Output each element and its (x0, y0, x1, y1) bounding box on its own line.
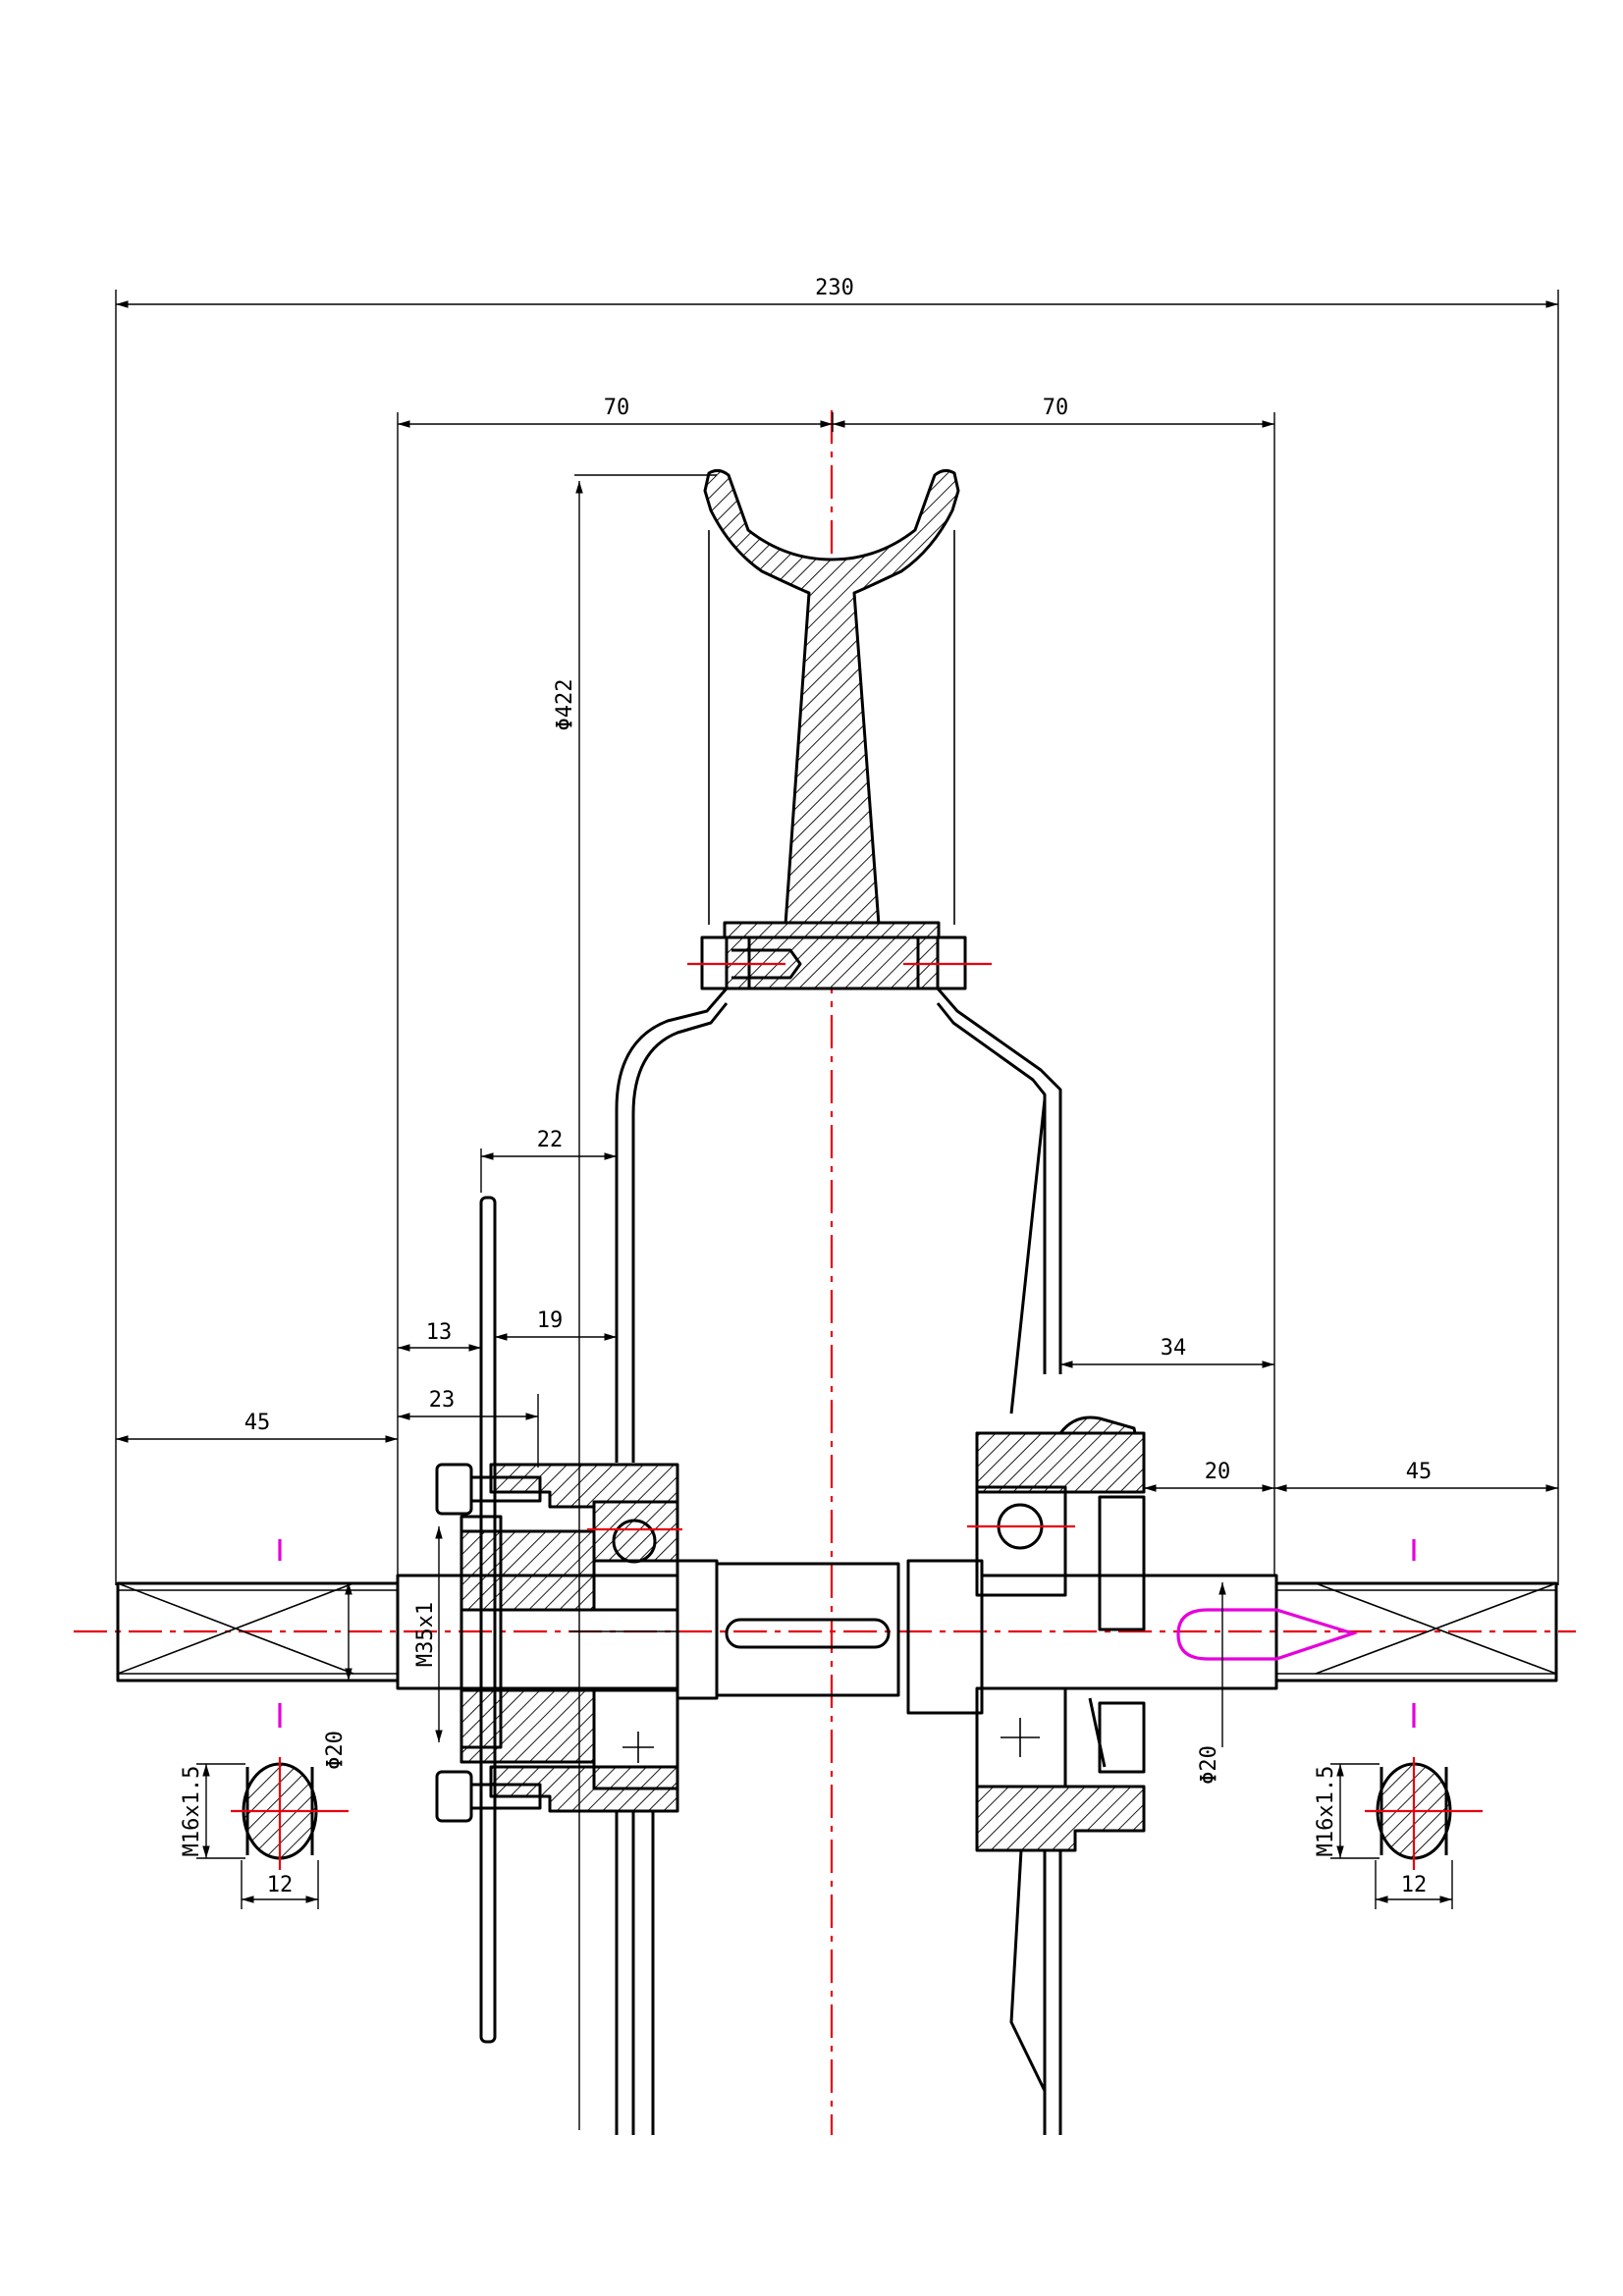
dim-left-axle-diameter: Φ20 (323, 1731, 348, 1770)
dim-thread-main: M35x1 (413, 1602, 438, 1667)
dim-offset-13: 13 (426, 1320, 453, 1345)
dim-right-section-thread: M16x1.5 (1314, 1766, 1338, 1857)
axle (116, 1559, 1558, 1715)
right-hub-section (967, 1415, 1146, 1852)
dim-disc-offset: 22 (537, 1128, 564, 1152)
right-thread-section (1365, 1757, 1483, 1870)
dim-half-width-left: 70 (604, 396, 630, 420)
dimension-lines (115, 290, 1559, 2130)
dim-left-axle-length: 45 (244, 1411, 271, 1435)
wheel-rim-section (703, 468, 960, 927)
dim-left-section-width: 12 (267, 1873, 294, 1897)
axle-tip-highlight (278, 1539, 1416, 1728)
dim-overall-width: 230 (815, 276, 854, 300)
dim-wheel-diameter: Φ422 (553, 679, 577, 731)
dim-half-width-right: 70 (1043, 396, 1069, 420)
dim-right-section-width: 12 (1401, 1873, 1428, 1897)
dim-right-axle-diameter: Φ20 (1197, 1745, 1221, 1785)
dim-offset-23: 23 (429, 1388, 456, 1413)
hub-housing (615, 988, 1062, 2135)
left-hub-section (435, 1196, 682, 2044)
dim-left-section-thread: M16x1.5 (180, 1766, 204, 1857)
dim-offset-19: 19 (537, 1308, 564, 1333)
dim-right-hub-offset: 34 (1161, 1336, 1187, 1361)
left-thread-section (231, 1757, 349, 1870)
dim-right-offset-20: 20 (1205, 1460, 1231, 1484)
rim-clamp-ring (687, 921, 992, 990)
dimension-labels: 230 70 70 Φ422 22 19 13 23 45 34 20 45 M… (180, 276, 1432, 1897)
dim-right-axle-length: 45 (1406, 1460, 1433, 1484)
